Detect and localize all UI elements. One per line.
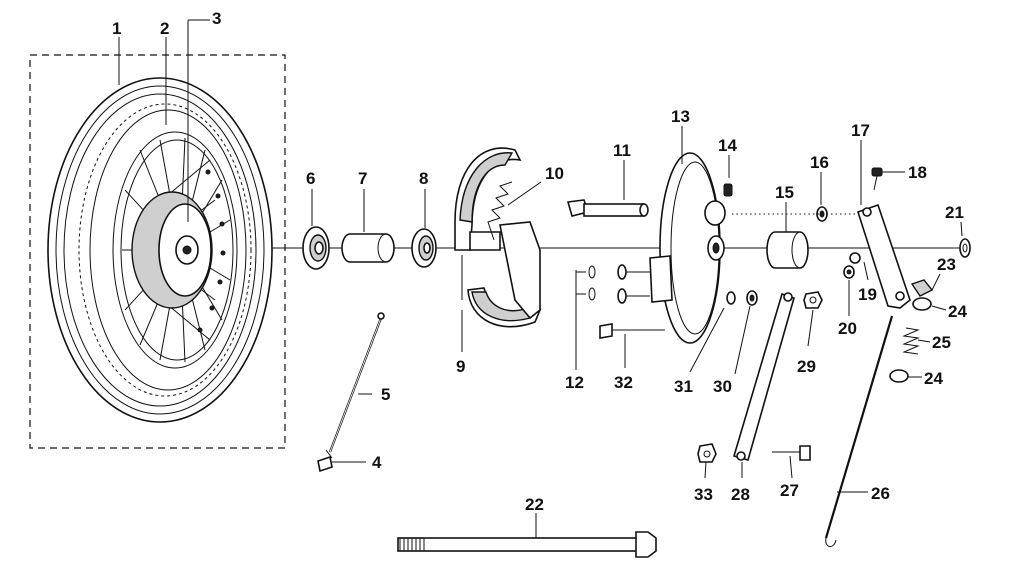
callout-3: 3 (212, 9, 221, 28)
callout-24-lower: 24 (924, 369, 943, 388)
spoke-nipple (317, 449, 333, 473)
bearing-left (302, 226, 330, 270)
brake-lever (857, 203, 911, 309)
callout-12: 12 (565, 373, 584, 392)
brake-backplate (617, 152, 726, 344)
torque-arm (733, 292, 795, 461)
callout-29: 29 (797, 357, 816, 376)
brake-rod (824, 315, 894, 547)
brake-cam (566, 199, 649, 217)
callout-6: 6 (306, 169, 315, 188)
callout-22: 22 (525, 495, 544, 514)
callout-17: 17 (851, 121, 870, 140)
callout-18: 18 (908, 163, 927, 182)
washer-30 (746, 290, 758, 306)
callout-13: 13 (671, 107, 690, 126)
callout-15: 15 (775, 183, 794, 202)
callout-1: 1 (112, 19, 121, 38)
washer-24b (889, 369, 909, 383)
callout-11: 11 (613, 141, 631, 160)
lever-bolt (871, 167, 883, 191)
callout-2: 2 (160, 19, 169, 38)
callout-16: 16 (810, 153, 829, 172)
callout-31: 31 (674, 377, 693, 396)
callout-28: 28 (731, 485, 750, 504)
callout-25: 25 (932, 333, 951, 352)
axle (397, 531, 657, 558)
grease-nipple (723, 183, 733, 197)
nut-29 (803, 291, 823, 309)
bolt-32 (599, 323, 665, 339)
axle-spacer-large (766, 231, 809, 269)
callout-33: 33 (694, 485, 713, 504)
callout-4: 4 (372, 453, 382, 472)
callout-27: 27 (780, 481, 799, 500)
callout-24-upper: 24 (948, 302, 967, 321)
callout-21: 21 (945, 203, 964, 222)
spoke-nipples (197, 169, 226, 333)
bolt-27 (772, 445, 811, 461)
axle-spacer (341, 233, 395, 263)
leader-lines (118, 19, 963, 538)
wheel-assembly (29, 54, 286, 449)
callout-9: 9 (456, 357, 465, 376)
callout-8: 8 (419, 169, 428, 188)
nut-33 (697, 443, 717, 463)
callout-30: 30 (713, 377, 732, 396)
wing-nut (910, 279, 934, 297)
callout-14: 14 (718, 136, 737, 155)
callout-7: 7 (358, 169, 367, 188)
rim (112, 131, 238, 369)
callout-23: 23 (937, 255, 956, 274)
washer-31 (726, 291, 736, 305)
spoke-part (328, 312, 385, 453)
callout-10: 10 (545, 164, 564, 183)
bearing-right (411, 228, 437, 268)
callout-labels: 1 2 3 4 5 6 7 8 9 10 11 12 13 14 15 16 1… (112, 9, 967, 514)
backplate-pins (588, 265, 596, 301)
brake-shoes (454, 147, 542, 328)
callout-32: 32 (614, 373, 633, 392)
callout-26: 26 (871, 484, 890, 503)
spring-25 (902, 327, 920, 355)
callout-20: 20 (838, 319, 857, 338)
brake-spring (487, 181, 513, 241)
callout-19: 19 (858, 285, 877, 304)
small-washers (843, 252, 861, 279)
hub (131, 191, 213, 309)
washer-24a (912, 297, 932, 311)
callout-5: 5 (381, 385, 390, 404)
axle-nut-21 (959, 238, 971, 258)
